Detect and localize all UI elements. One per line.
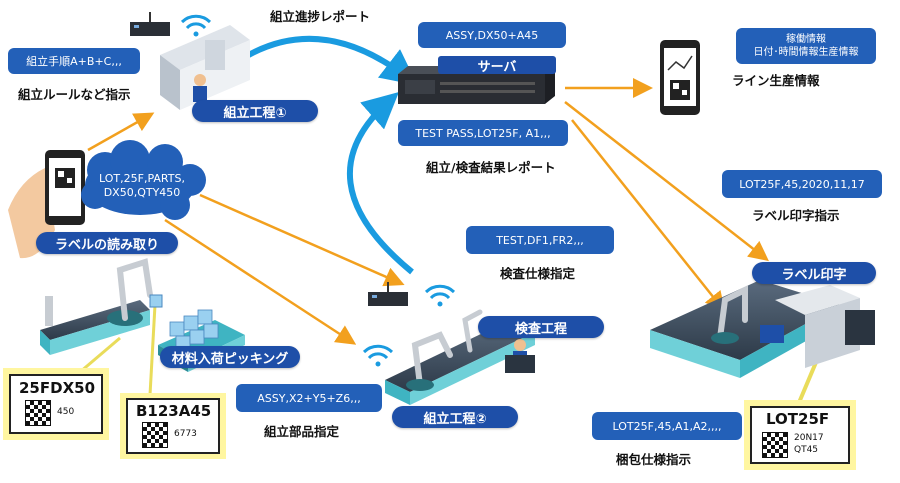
node-process1-label: 組立工程① [223,105,287,121]
packing-label-line [650,280,875,378]
tag1-title: 25FDX50 [19,379,96,397]
wifi-icon-inspection [424,284,456,307]
node-process1: 組立工程① [192,100,318,122]
caption-label-instruction: ラベル印字指示 [752,208,840,223]
arrow-server-to-label-print [564,101,769,262]
node-process2-label: 組立工程② [423,411,487,427]
node-material-picking-label: 材料入荷ピッキング [171,351,289,367]
process1-machine [160,25,250,110]
bubble-test-pass: TEST PASS,LOT25F, A1,,, [398,120,568,146]
caption-parts-spec: 組立部品指定 [264,424,340,439]
node-inspection: 検査工程 [478,316,604,338]
bubble-lot-print: LOT25F,45,2020,11,17 [722,170,882,198]
caption-progress-report: 組立進捗レポート [270,9,371,24]
bubble-parts-assy: ASSY,X2+Y5+Z6,,, [236,384,382,412]
bubble-operation-line1: 稼働情報 [786,34,826,45]
node-label-read-label: ラベルの読み取り [54,237,159,253]
node-server: サーバ [438,56,556,75]
tag2: B123A45 6773 [126,398,220,454]
bubble-test-pass-text: TEST PASS,LOT25F, A1,,, [415,126,551,140]
gateway-icon-inspection [368,282,408,306]
tag3: LOT25F 20N17 QT45 [750,406,850,464]
caption-line-info: ライン生産情報 [732,73,820,88]
bubble-assembly-steps-text: 組立手順A+B+C,,, [26,55,122,68]
bubble-server-assy-text: ASSY,DX50+A45 [445,28,539,42]
arrow-server-to-packing [571,119,726,312]
caption-assembly-rules: 組立ルールなど指示 [18,87,131,102]
tag3-qr-icon [762,432,788,458]
bubble-assembly-steps: 組立手順A+B+C,,, [8,48,140,74]
arrow-cloud-to-inspection [199,193,405,287]
picking-robot-line [40,258,163,355]
bubble-operation-line2: 日付･時間情報生産情報 [753,47,859,58]
gateway-icon-top [130,12,170,36]
tag1-sub: 450 [57,407,75,417]
bubble-server-assy: ASSY,DX50+A45 [418,22,566,48]
bubble-lot-print-text: LOT25F,45,2020,11,17 [739,177,865,191]
cloud-line1: LOT,25F,PARTS, [99,172,185,185]
line-info-phone [660,40,700,115]
tag1-qr-icon [25,400,51,426]
bubble-parts-assy-text: ASSY,X2+Y5+Z6,,, [257,391,361,405]
arrow-cloud-to-process2 [164,218,357,345]
bubble-test-df: TEST,DF1,FR2,,, [466,226,614,254]
tag2-qr-icon [142,422,168,448]
arrow-phone-to-process1 [87,112,155,152]
arc-progress-report [238,35,418,86]
node-material-picking: 材料入荷ピッキング [160,346,300,368]
bubble-lot-pack-text: LOT25F,45,A1,A2,,,, [612,419,722,433]
node-label-read: ラベルの読み取り [36,232,178,254]
arc-inspection-report [346,92,414,275]
tag2-title: B123A45 [136,402,212,420]
cloud-text: LOT,25F,PARTS, DX50,QTY450 [92,172,192,200]
assembly-conveyor [385,309,535,405]
data-cloud [81,140,206,220]
tag2-sub: 6773 [174,429,197,439]
cloud-line2: DX50,QTY450 [103,186,181,199]
node-process2: 組立工程② [392,406,518,428]
tag3-sub2: QT45 [794,445,819,455]
wifi-icon-top [180,14,212,37]
wifi-icon-process2 [362,344,394,367]
tag1: 25FDX50 450 [9,374,103,434]
bubble-operation-info: 稼働情報 日付･時間情報生産情報 [736,28,876,64]
node-inspection-label: 検査工程 [514,321,567,337]
node-label-print: ラベル印字 [752,262,876,284]
tag3-sub1: 20N17 [794,433,824,443]
caption-inspection-spec: 検査仕様指定 [500,266,576,281]
bubble-test-df-text: TEST,DF1,FR2,,, [496,233,584,247]
bubble-lot-pack: LOT25F,45,A1,A2,,,, [592,412,742,440]
caption-packing-spec: 梱包仕様指示 [616,452,692,467]
tag3-title: LOT25F [766,410,830,428]
caption-result-report: 組立/検査結果レポート [426,160,556,175]
node-server-label: サーバ [477,59,517,75]
node-label-print-label: ラベル印字 [781,267,847,283]
